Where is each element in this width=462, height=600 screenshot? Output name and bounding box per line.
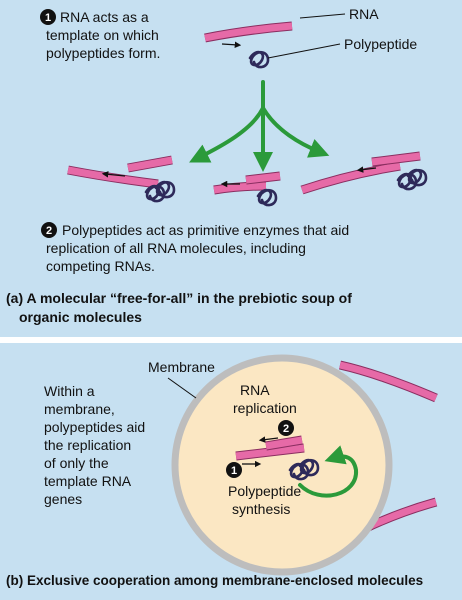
label-membrane: Membrane xyxy=(148,359,215,375)
polypeptide-coil-top xyxy=(248,50,270,69)
side-text: Within a membrane, polypeptides aid the … xyxy=(44,383,149,507)
svg-text:2: 2 xyxy=(283,423,289,435)
step1-number-badge-b: 1 xyxy=(226,462,242,478)
caption-b: (b) Exclusive cooperation among membrane… xyxy=(6,573,423,588)
label-polypeptide-synthesis: Polypeptide synthesis xyxy=(228,483,305,517)
label-polypeptide: Polypeptide xyxy=(344,36,417,52)
rna-complex-middle xyxy=(213,171,281,207)
step2-text: Polypeptides act as primitive enzymes th… xyxy=(46,222,353,274)
step2-number-badge-b: 2 xyxy=(278,420,294,436)
step1-text: RNA acts as a template on which polypept… xyxy=(46,9,163,61)
membrane-vesicle xyxy=(171,354,393,576)
rna-complex-right xyxy=(300,151,428,195)
svg-text:2: 2 xyxy=(46,225,52,237)
label-rna-replication: RNA replication xyxy=(233,382,297,416)
rna-complex-inner xyxy=(235,435,320,481)
step1-number-badge: 1 xyxy=(40,9,56,25)
branching-arrows xyxy=(189,80,330,172)
step2-number-badge-a: 2 xyxy=(41,222,57,238)
template-arrow-top xyxy=(221,41,242,49)
svg-text:1: 1 xyxy=(231,465,237,477)
caption-a: (a) A molecular “free-for-all” in the pr… xyxy=(6,290,356,325)
svg-text:1: 1 xyxy=(45,12,51,24)
rna-complex-left xyxy=(67,155,176,203)
label-rna: RNA xyxy=(349,6,379,22)
green-feedback-arrow xyxy=(298,445,358,498)
